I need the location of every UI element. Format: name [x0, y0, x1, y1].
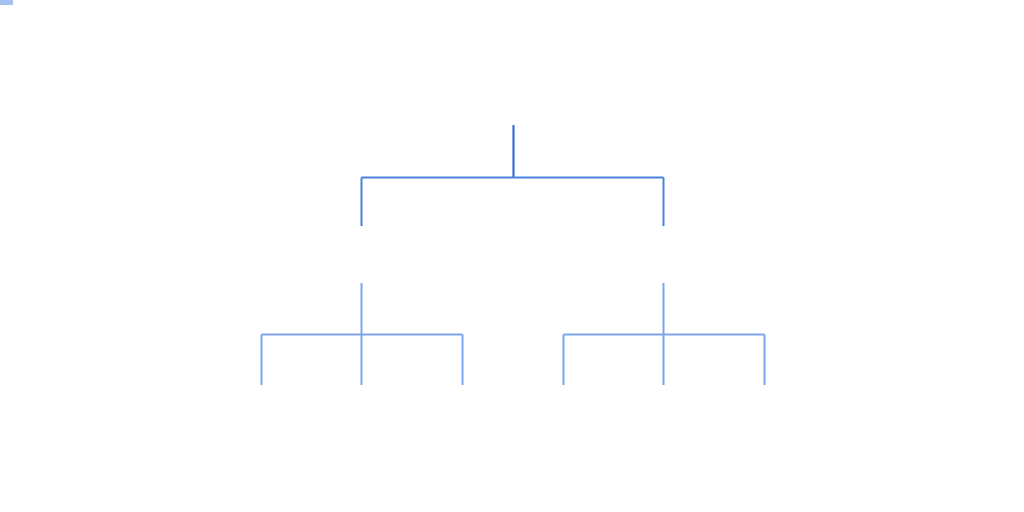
- node-growth-indicators[interactable]: [0, 0, 12, 4]
